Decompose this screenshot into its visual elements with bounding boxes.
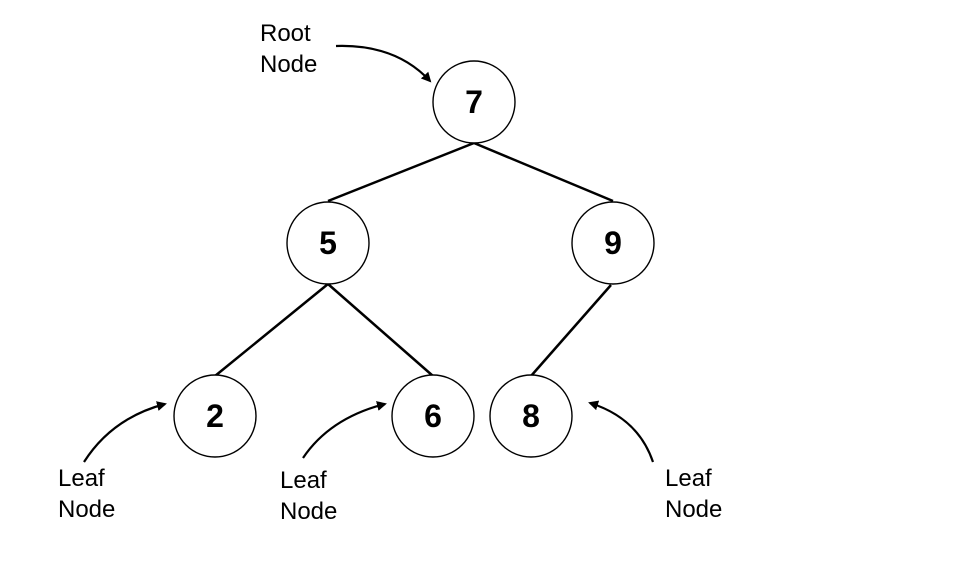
label-line: Root xyxy=(260,20,311,47)
leaf-node-label: Leaf Node xyxy=(280,465,337,527)
label-line: Node xyxy=(58,496,116,523)
leaf-node-label: Leaf Node xyxy=(665,463,722,525)
leaf-arrow-icon xyxy=(302,401,387,459)
label-line: Node xyxy=(260,51,318,78)
leaf-node-label: Leaf Node xyxy=(58,463,115,525)
leaf-arrow-icon xyxy=(83,401,167,463)
label-line: Leaf xyxy=(665,465,712,492)
label-line: Leaf xyxy=(58,465,105,492)
node-value: 9 xyxy=(604,225,622,261)
tree-node-9: 9 xyxy=(571,201,655,285)
node-value: 2 xyxy=(206,398,224,434)
root-arrow-icon xyxy=(335,44,432,83)
edge-7-5 xyxy=(327,141,475,203)
label-line: Node xyxy=(665,496,723,523)
node-value: 7 xyxy=(465,84,483,120)
tree-node-5: 5 xyxy=(286,201,370,285)
tree-node-7: 7 xyxy=(432,60,516,144)
leaf-arrow-icon xyxy=(588,400,655,463)
tree-node-6: 6 xyxy=(391,374,475,458)
edge-9-8 xyxy=(530,284,612,377)
node-value: 6 xyxy=(424,398,442,434)
edge-5-6 xyxy=(327,283,434,377)
edge-5-2 xyxy=(214,283,329,377)
label-line: Node xyxy=(280,498,338,525)
node-value: 8 xyxy=(522,398,540,434)
tree-node-2: 2 xyxy=(173,374,257,458)
label-line: Leaf xyxy=(280,467,327,494)
node-value: 5 xyxy=(319,225,337,261)
tree-node-8: 8 xyxy=(489,374,573,458)
edge-7-9 xyxy=(473,141,614,203)
root-node-label: Root Node xyxy=(260,18,317,80)
